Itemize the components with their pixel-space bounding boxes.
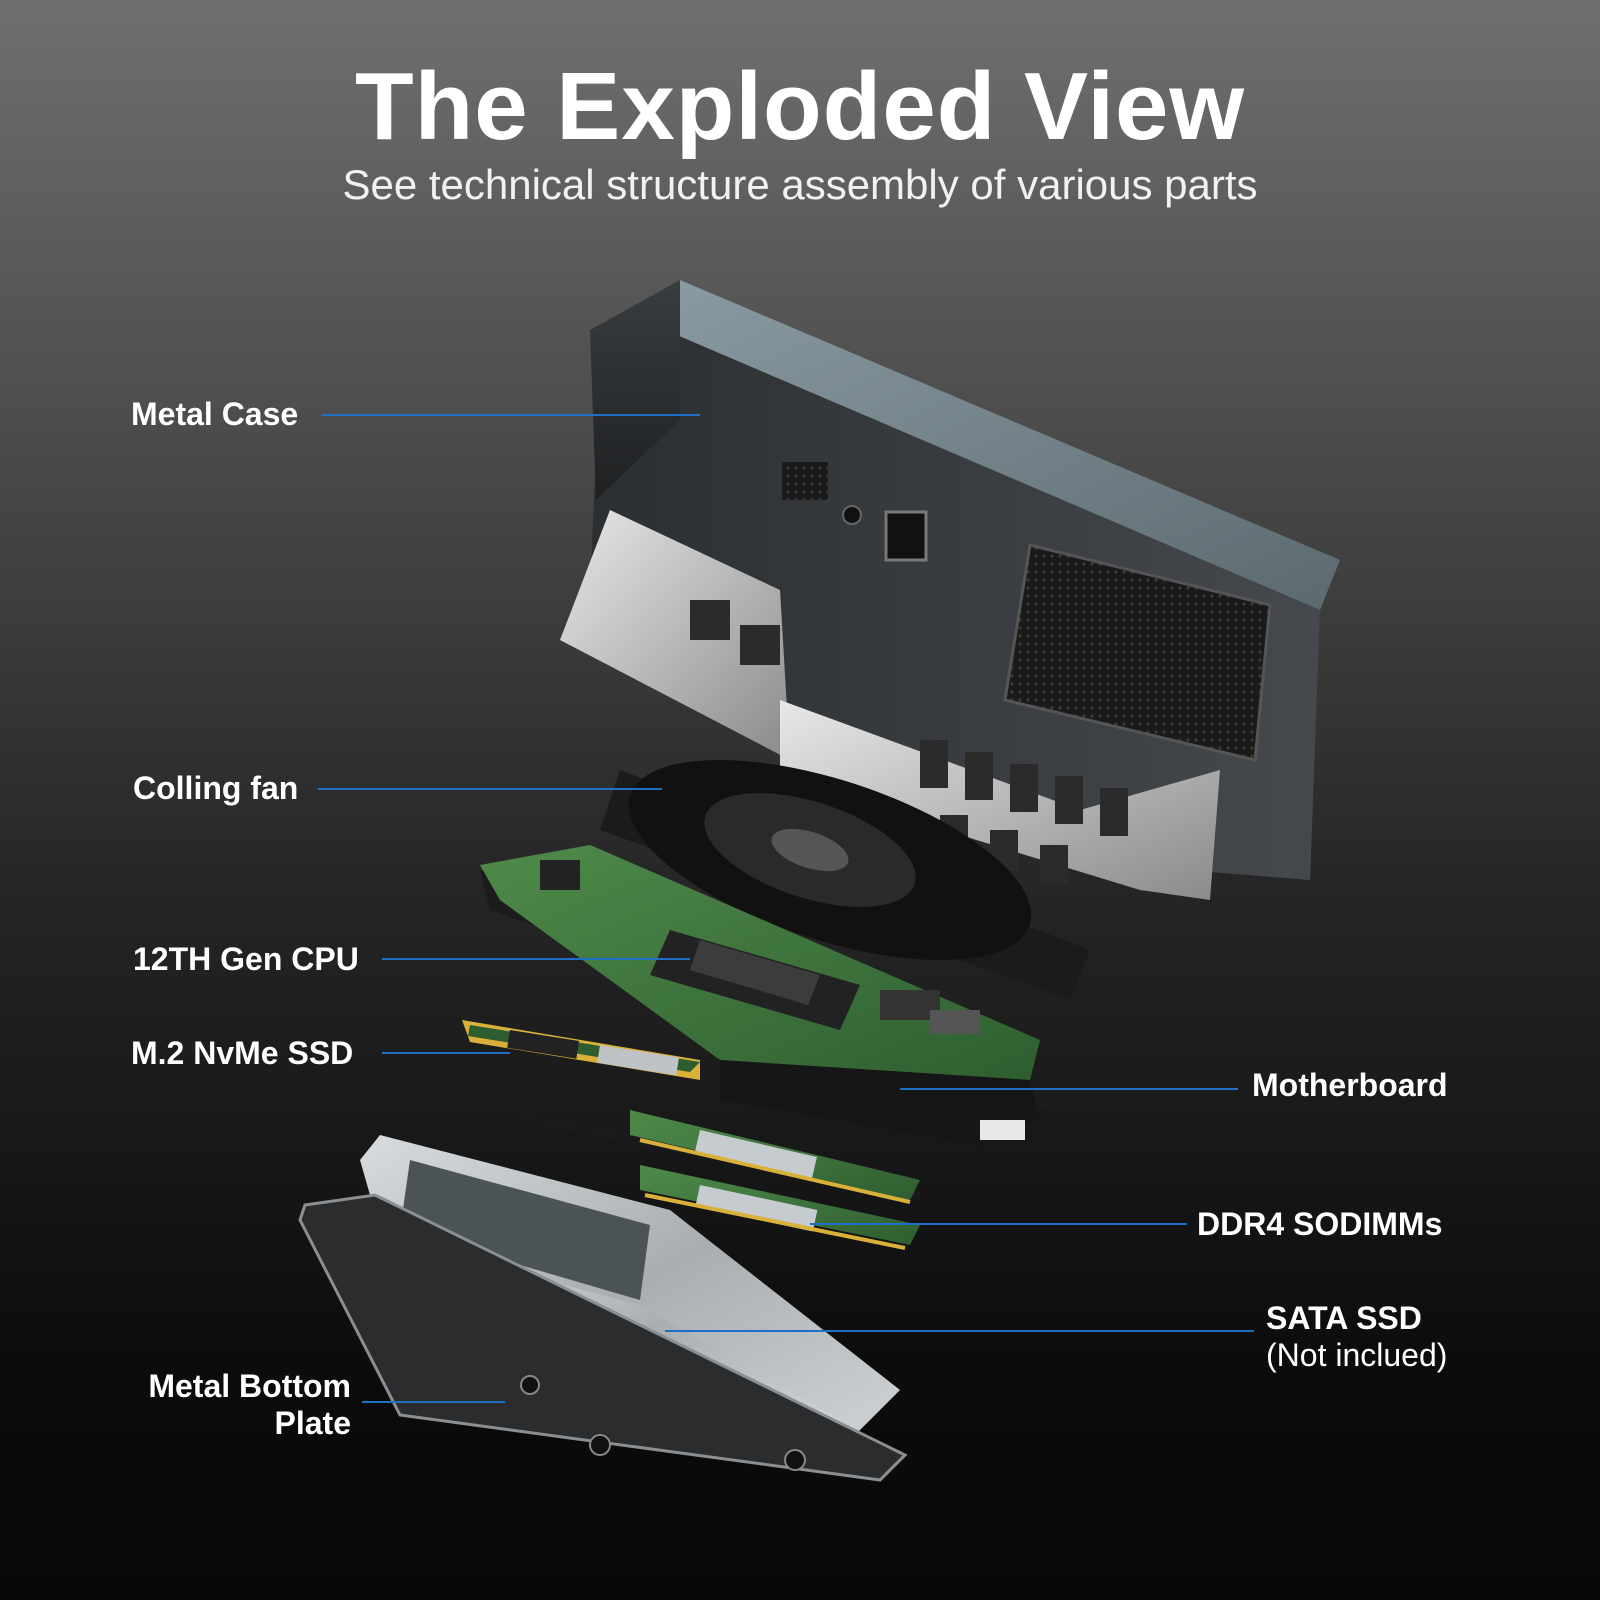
label-bottom-plate-line2: Plate [274, 1405, 351, 1441]
label-ddr4: DDR4 SODIMMs [1197, 1206, 1443, 1242]
label-sata-ssd: SATA SSD [1266, 1300, 1422, 1336]
label-nvme-ssd: M.2 NvMe SSD [131, 1035, 354, 1071]
label-metal-case: Metal Case [131, 396, 299, 432]
motherboard [480, 845, 1050, 1145]
metal-bottom-plate [298, 1193, 908, 1482]
label-bottom-plate-line1: Metal Bottom [148, 1368, 351, 1404]
nvme-ssd [462, 1020, 700, 1080]
inner-frame [560, 510, 1220, 900]
page-subtitle: See technical structure assembly of vari… [342, 161, 1258, 208]
label-motherboard: Motherboard [1252, 1067, 1448, 1103]
leader-lines [318, 414, 1254, 1403]
page-title: The Exploded View [354, 53, 1246, 160]
cooling-fan [600, 759, 1090, 1000]
side-vent-icon [1003, 543, 1272, 762]
label-cpu: 12TH Gen CPU [133, 941, 359, 977]
usb-port-icon [782, 462, 828, 500]
ddr4-sodimms [520, 1110, 920, 1250]
audio-jack-icon [842, 505, 862, 525]
label-cooling-fan: Colling fan [133, 770, 299, 806]
label-sata-ssd-note: (Not inclued) [1266, 1337, 1448, 1373]
power-button-icon [884, 510, 928, 562]
metal-case [590, 280, 1340, 880]
